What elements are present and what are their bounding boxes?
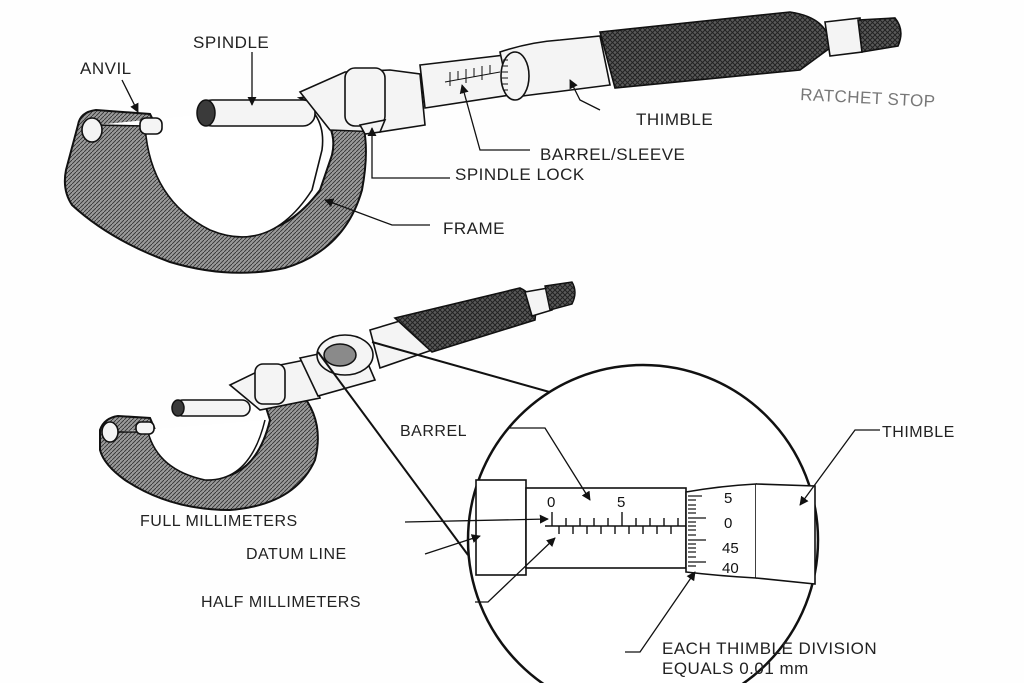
label-thimble-division-line2: EQUALS 0.01 mm [662, 659, 809, 678]
thimble-scale-40: 40 [722, 560, 739, 577]
label-ratchet-stop: RATCHET STOP [800, 85, 936, 111]
label-full-millimeters: FULL MILLIMETERS [140, 513, 298, 530]
top-ratchet-stop [857, 17, 902, 53]
half-mm-ticks [558, 526, 672, 534]
magnified-scale-view: 0 5 5 0 45 40 [404, 363, 880, 683]
thimble-scale-5: 5 [724, 490, 732, 507]
label-thimble-top: THIMBLE [636, 110, 713, 129]
barrel-scale-0: 0 [547, 494, 555, 511]
label-half-millimeters: HALF MILLIMETERS [201, 594, 361, 611]
label-spindle-lock: SPINDLE LOCK [455, 165, 585, 184]
thimble-graduations [688, 495, 706, 567]
bottom-micrometer [99, 281, 721, 556]
thimble-scale-0: 0 [724, 515, 732, 532]
label-barrel-sleeve: BARREL/SLEEVE [540, 145, 685, 164]
label-frame: FRAME [443, 219, 505, 238]
label-anvil: ANVIL [80, 59, 132, 78]
top-barrel [419, 54, 511, 109]
top-spindle [199, 99, 316, 127]
top-anvil [139, 117, 163, 135]
label-thimble-division-line1: EACH THIMBLE DIVISION [662, 639, 877, 658]
full-mm-ticks [551, 512, 679, 526]
top-micrometer [63, 11, 902, 274]
label-datum-line: DATUM LINE [246, 546, 347, 563]
label-barrel: BARREL [400, 423, 467, 440]
thimble-scale-45: 45 [722, 540, 739, 557]
label-thimble-bottom: THIMBLE [882, 424, 955, 441]
label-spindle: SPINDLE [193, 33, 269, 52]
barrel-scale-5: 5 [617, 494, 625, 511]
